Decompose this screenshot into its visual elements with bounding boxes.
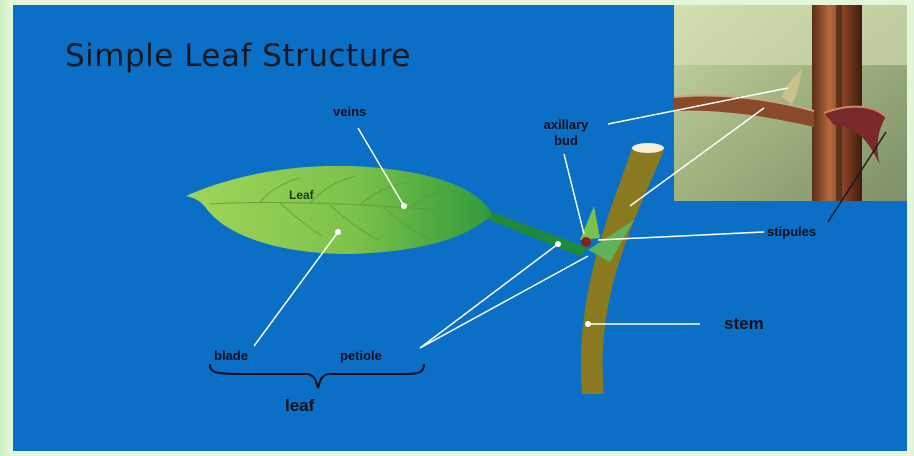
leaf-blade-shape (186, 166, 492, 254)
label-stem: stem (724, 314, 764, 334)
stipule-shape-left (580, 206, 600, 240)
leaf-brace (210, 364, 424, 388)
axillary-bud-dot (581, 237, 591, 247)
label-leaf-on-blade: Leaf (289, 188, 314, 202)
label-leaf: leaf (285, 396, 314, 416)
label-veins: veins (333, 104, 366, 119)
label-blade: blade (214, 348, 248, 363)
stem-cut-end (632, 143, 664, 153)
label-axillary-bud: axillary bud (534, 117, 598, 149)
label-petiole: petiole (340, 348, 382, 363)
label-axillary-bud-line1: axillary (534, 117, 598, 133)
stem-shape (581, 148, 664, 394)
label-axillary-bud-line2: bud (534, 133, 598, 149)
label-stipules: stipules (767, 224, 816, 239)
petiole-shape (484, 212, 588, 256)
